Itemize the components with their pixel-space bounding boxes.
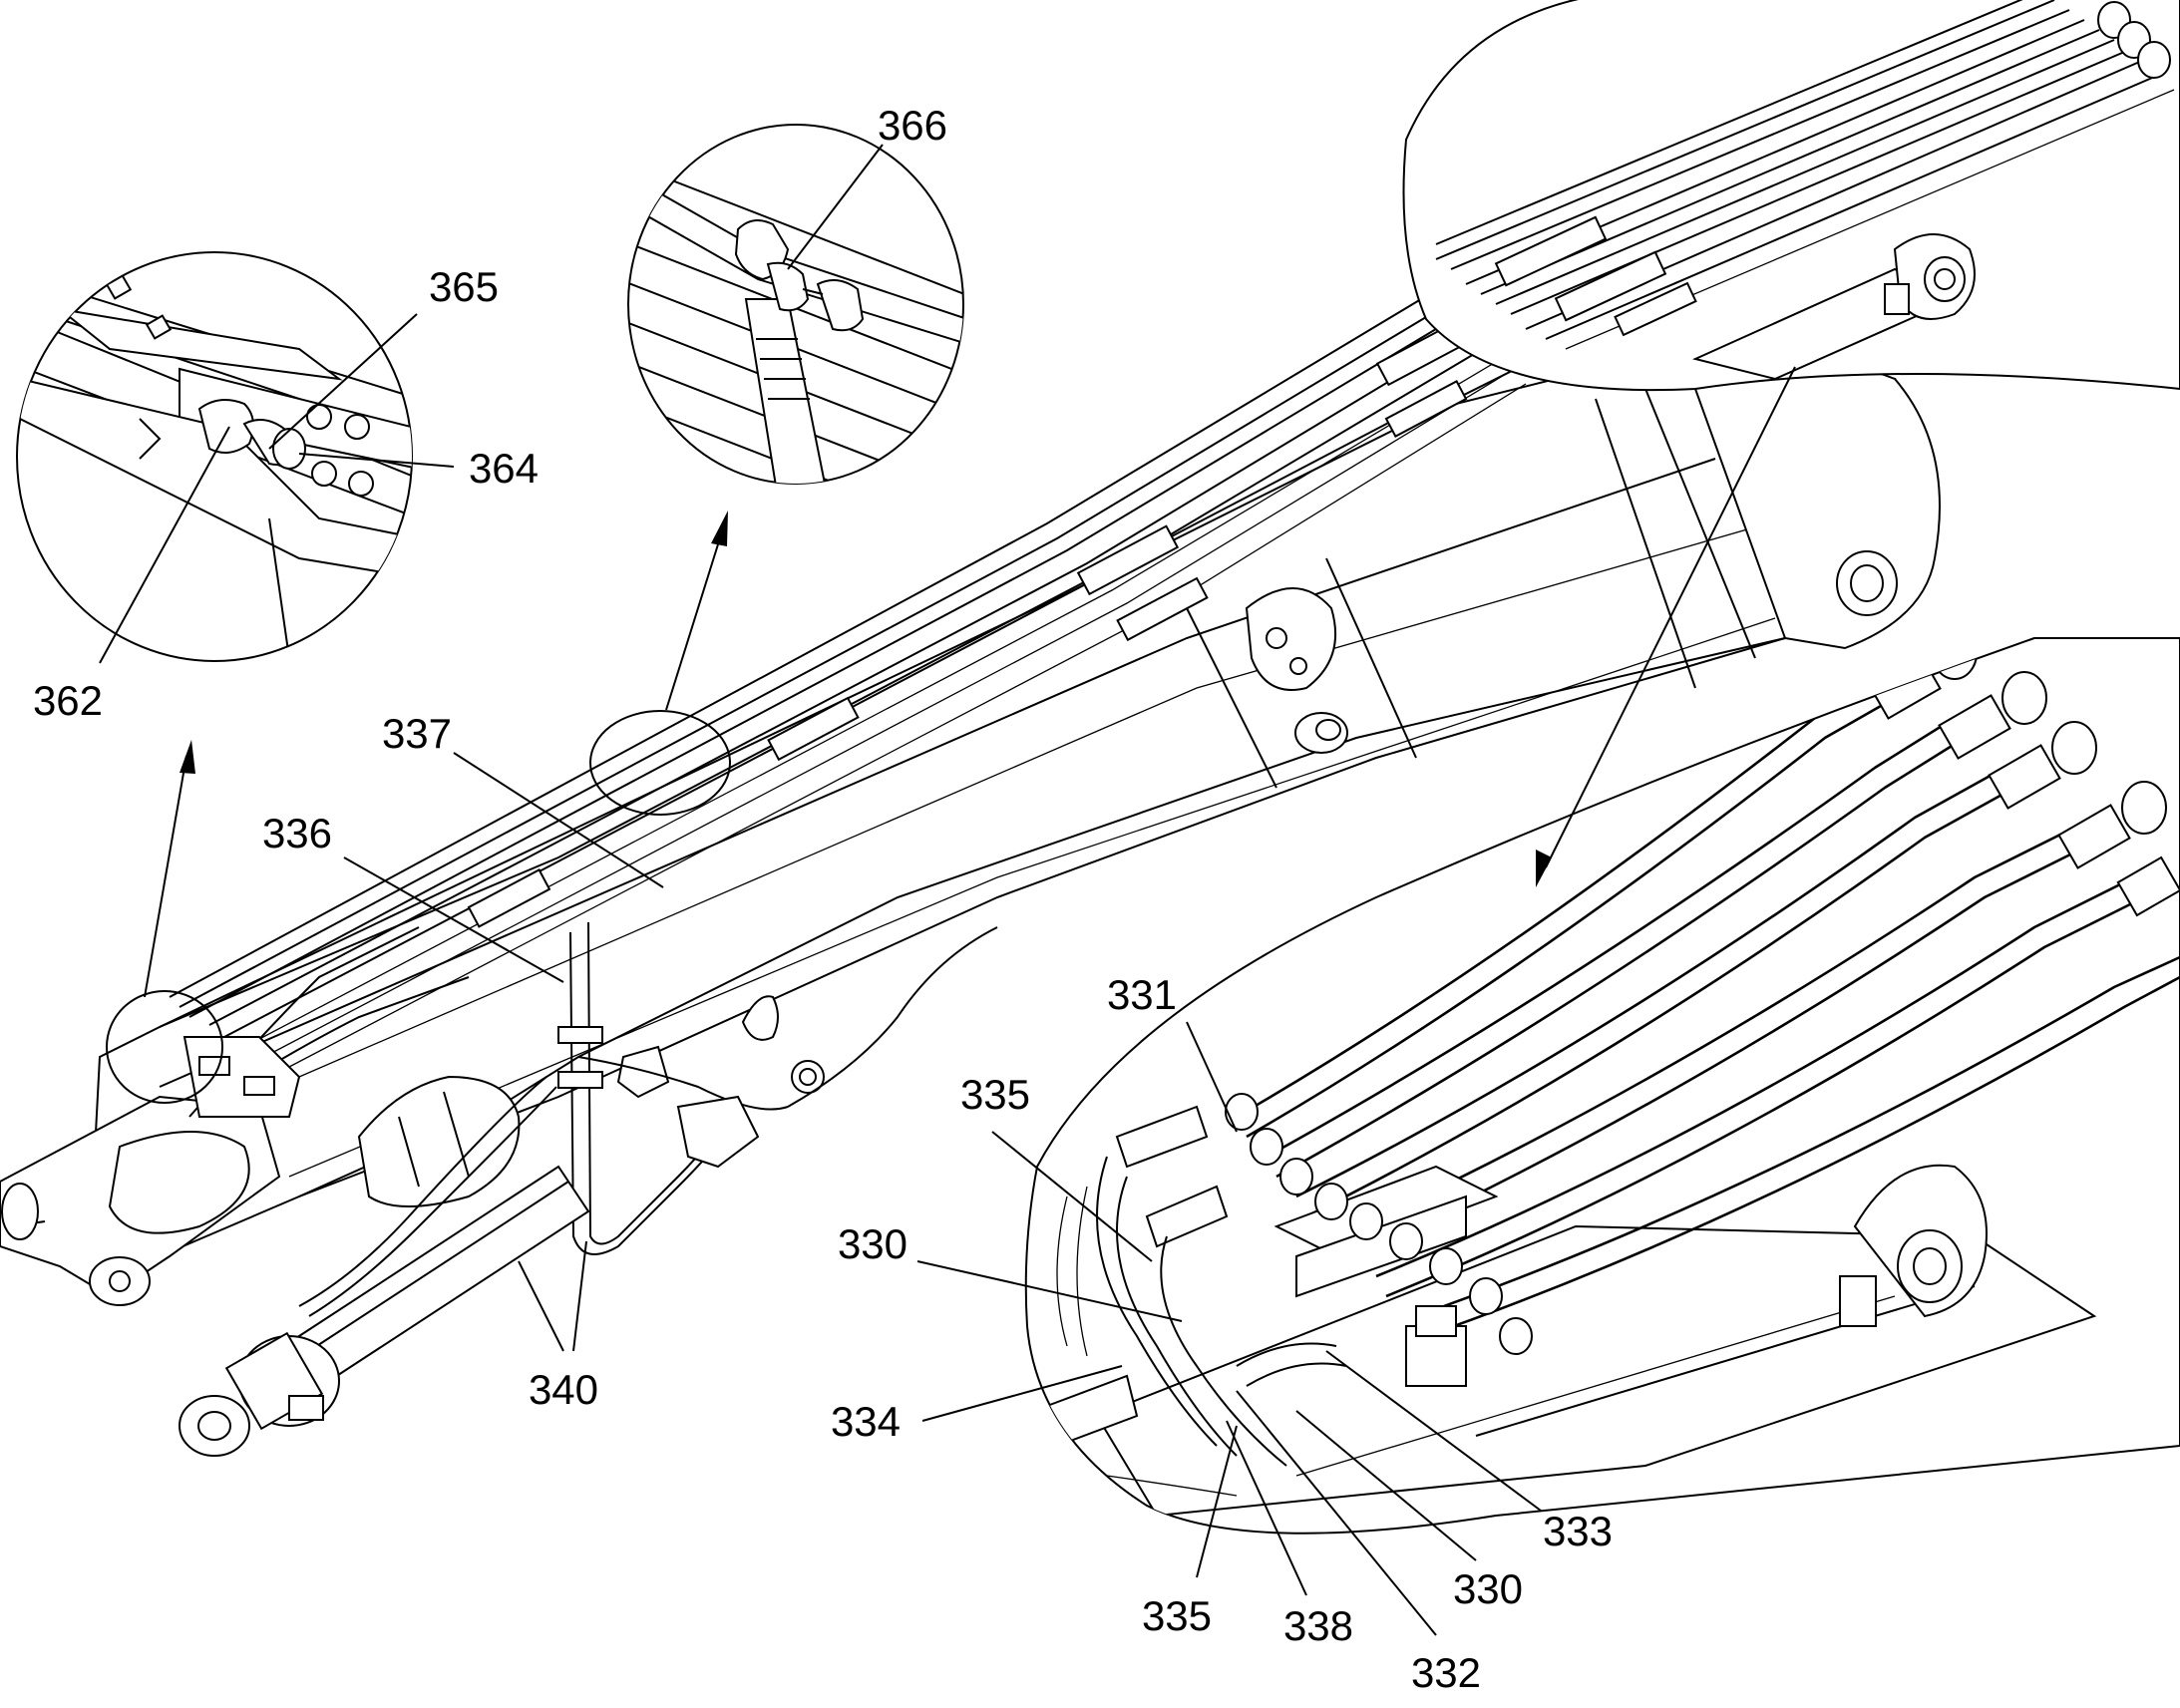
label-334: 334 [831,1398,901,1445]
reference-labels: 366 365 364 362 337 336 331 335 330 334 … [33,102,1613,1696]
detail-arrows [144,366,1796,998]
label-332: 332 [1411,1649,1481,1696]
fittings-cluster [1225,1093,1533,1355]
label-330-left: 330 [838,1220,908,1267]
label-337: 337 [382,710,452,757]
front-link [0,1075,521,1306]
label-335-top: 335 [960,1071,1030,1118]
hose-clamps [467,315,1479,928]
hydraulic-cylinder [179,1095,760,1457]
label-330-right: 330 [1453,1565,1523,1612]
label-335-bottom: 335 [1142,1592,1212,1639]
detail-view-bottom-right [1024,637,2180,1535]
label-362: 362 [33,677,103,724]
label-364: 364 [469,445,539,492]
callout-circles [106,710,731,1104]
label-331: 331 [1107,971,1177,1018]
label-366: 366 [878,102,947,149]
detail-view-top-right [1402,0,2180,392]
detail-view-left [16,251,413,662]
label-333: 333 [1543,1508,1613,1554]
label-336: 336 [262,810,332,856]
label-365: 365 [429,263,499,310]
label-338: 338 [1283,1602,1353,1649]
hose-bundle [169,283,1527,1118]
label-340: 340 [529,1366,598,1413]
leader-lines [99,144,1542,1636]
detail-view-top [627,124,964,485]
